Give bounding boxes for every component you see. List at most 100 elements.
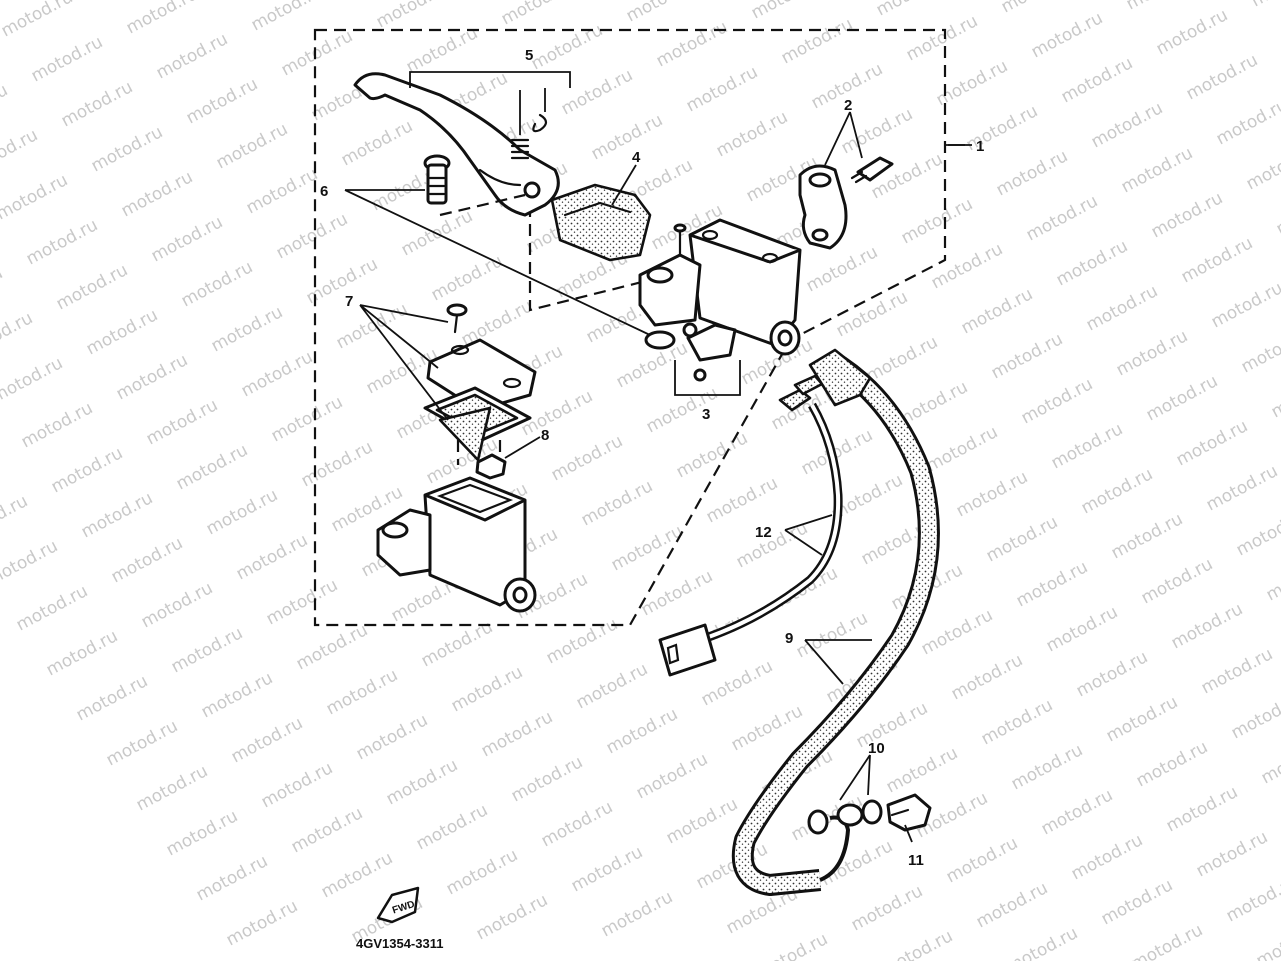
watermark-text: motod.ru	[923, 422, 1001, 476]
callout-8-lead	[504, 436, 541, 459]
watermark-text: motod.ru	[538, 797, 616, 851]
watermark-text: motod.ru	[778, 14, 856, 68]
watermark-text: motod.ru	[978, 695, 1056, 749]
watermark-text: motod.ru	[53, 260, 131, 314]
watermark-text: motod.ru	[0, 446, 1, 500]
watermark-text: motod.ru	[753, 929, 831, 961]
watermark-text: motod.ru	[0, 491, 31, 545]
watermark-text: motod.ru	[498, 0, 576, 29]
watermark-text: motod.ru	[263, 575, 341, 629]
callout-12-lead	[784, 514, 833, 556]
watermark-text: motod.ru	[1263, 551, 1281, 605]
watermark-text: motod.ru	[603, 704, 681, 758]
reservoir-body	[376, 476, 537, 613]
reservoir-cap	[426, 338, 537, 412]
watermark-text: motod.ru	[1083, 281, 1161, 335]
watermark-text: motod.ru	[243, 164, 321, 218]
watermark-text: motod.ru	[683, 62, 761, 116]
watermark-text: motod.ru	[103, 716, 181, 770]
watermark-text: motod.ru	[508, 752, 586, 806]
watermark-text: motod.ru	[1253, 917, 1281, 961]
watermark-text: motod.ru	[998, 0, 1076, 17]
watermark-text: motod.ru	[993, 146, 1071, 200]
callout-5-bracket	[409, 71, 571, 88]
watermark-text: motod.ru	[443, 845, 521, 899]
watermark-text: motod.ru	[1268, 368, 1281, 422]
watermark-text: motod.ru	[133, 761, 211, 815]
watermark-text: motod.ru	[178, 257, 256, 311]
watermark-text: motod.ru	[1003, 923, 1081, 961]
watermark-text: motod.ru	[1078, 464, 1156, 518]
watermark-text: motod.ru	[528, 20, 606, 74]
watermark-text: motod.ru	[163, 806, 241, 860]
watermark-text: motod.ru	[228, 713, 306, 767]
watermark-text: motod.ru	[0, 0, 76, 41]
watermark-text: motod.ru	[298, 437, 376, 491]
watermark-text: motod.ru	[18, 398, 96, 452]
watermark-text: motod.ru	[548, 431, 626, 485]
watermark-text: motod.ru	[713, 107, 791, 161]
watermark-text: motod.ru	[238, 347, 316, 401]
watermark-text: motod.ru	[288, 803, 366, 857]
watermark-text: motod.ru	[1248, 0, 1281, 11]
watermark-text: motod.ru	[148, 212, 226, 266]
watermark-text: motod.ru	[608, 521, 686, 575]
callout-2: 2	[844, 97, 852, 114]
watermark-text: motod.ru	[1183, 50, 1261, 104]
watermark-text: motod.ru	[1223, 872, 1281, 926]
watermark-text: motod.ru	[233, 530, 311, 584]
watermark-text: motod.ru	[1008, 740, 1086, 794]
watermark-text: motod.ru	[338, 116, 416, 170]
lever-spring	[510, 88, 548, 160]
watermark-text: motod.ru	[1108, 509, 1186, 563]
watermark-text: motod.ru	[853, 698, 931, 752]
watermark-text: motod.ru	[323, 665, 401, 719]
callout-8: 8	[541, 427, 549, 444]
watermark-text: motod.ru	[478, 707, 556, 761]
protector	[475, 453, 507, 480]
watermark-text: motod.ru	[83, 305, 161, 359]
watermark-text: motod.ru	[748, 0, 826, 23]
inner-boundary	[528, 205, 691, 312]
reservoir-screw	[446, 303, 468, 334]
watermark-text: motod.ru	[1228, 689, 1281, 743]
forward-arrow-badge: FWD	[376, 886, 420, 924]
document-code: 4GV1354-3311	[356, 936, 443, 951]
watermark-text: motod.ru	[1068, 830, 1146, 884]
watermark-text: motod.ru	[1273, 185, 1281, 239]
watermark-text: motod.ru	[1203, 461, 1281, 515]
watermark-text: motod.ru	[198, 668, 276, 722]
watermark-text: motod.ru	[793, 608, 871, 662]
callout-6-lead	[344, 189, 651, 336]
watermark-text: motod.ru	[73, 671, 151, 725]
watermark-text: motod.ru	[1173, 416, 1251, 470]
callout-10-lead	[839, 754, 871, 801]
callout-12: 12	[755, 524, 772, 541]
watermark-text: motod.ru	[1123, 0, 1201, 14]
watermark-text: motod.ru	[448, 662, 526, 716]
watermark-text: motod.ru	[28, 32, 106, 86]
watermark-text: motod.ru	[598, 887, 676, 941]
callout-9: 9	[785, 630, 793, 647]
callout-7: 7	[345, 293, 353, 310]
watermark-text: motod.ru	[703, 473, 781, 527]
watermark-text: motod.ru	[928, 239, 1006, 293]
callout-3: 3	[702, 406, 710, 423]
watermark-text: motod.ru	[293, 620, 371, 674]
watermark-text: motod.ru	[848, 881, 926, 935]
union-bolt	[886, 793, 932, 832]
watermark-text: motod.ru	[1133, 737, 1211, 791]
watermark-text: motod.ru	[1113, 326, 1191, 380]
watermark-text: motod.ru	[918, 605, 996, 659]
clamp-bolt	[850, 156, 894, 184]
watermark-text: motod.ru	[573, 659, 651, 713]
watermark-text: motod.ru	[1138, 554, 1216, 608]
watermark-text: motod.ru	[13, 581, 91, 635]
watermark-text: motod.ru	[138, 578, 216, 632]
watermark-text: motod.ru	[403, 23, 481, 77]
watermark-text: motod.ru	[213, 119, 291, 173]
watermark-text: motod.ru	[0, 80, 11, 134]
small-screw	[673, 223, 687, 257]
